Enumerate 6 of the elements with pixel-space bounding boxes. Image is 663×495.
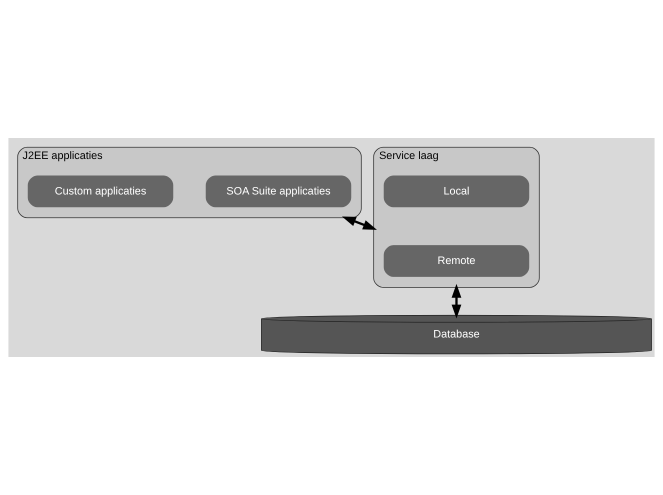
node-box: Custom applicaties xyxy=(28,176,174,208)
node-box: Remote xyxy=(384,245,530,277)
arrow xyxy=(452,284,462,319)
arrow xyxy=(342,216,377,230)
node-box: Local xyxy=(384,176,530,208)
node-box: SOA Suite applicaties xyxy=(206,176,352,208)
